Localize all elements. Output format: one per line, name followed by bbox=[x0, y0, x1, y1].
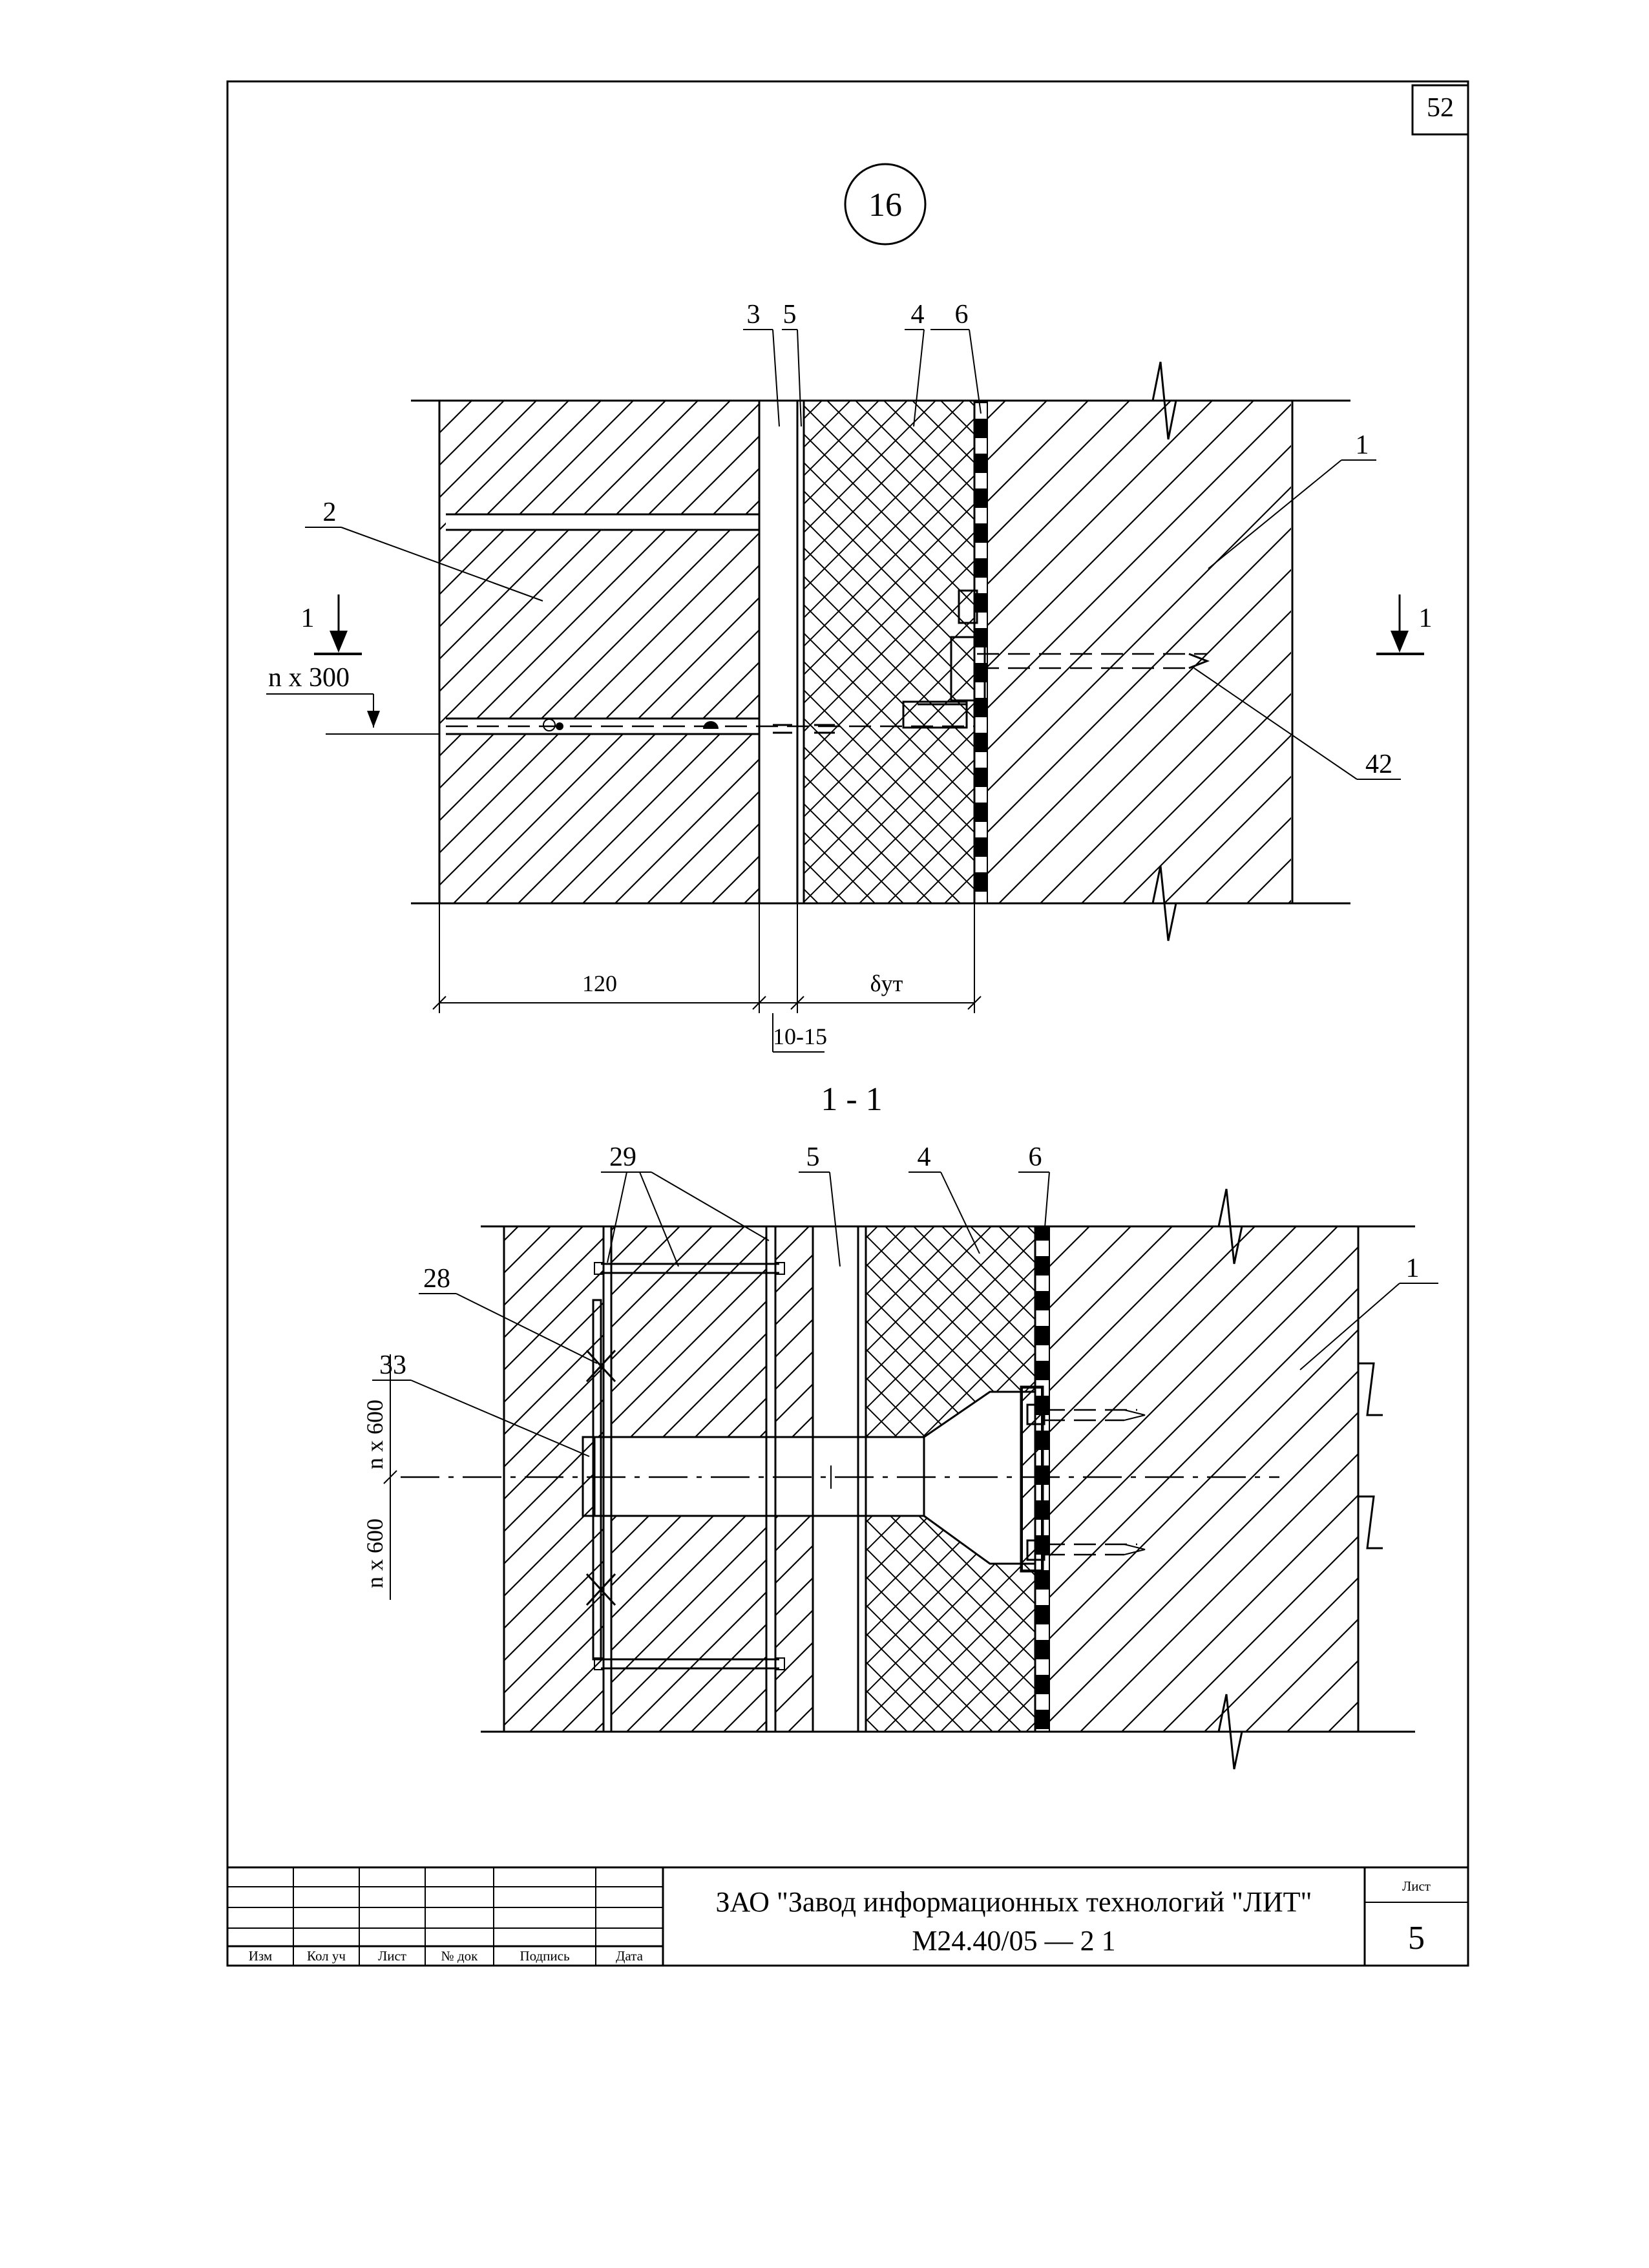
node-marker: 16 bbox=[844, 163, 927, 246]
lower-bearing-wall bbox=[1049, 1226, 1358, 1732]
section-mark-left: 1 bbox=[301, 594, 362, 655]
bearing-wall bbox=[987, 401, 1291, 903]
column-sheet: Лист bbox=[378, 1948, 406, 1964]
lower-callouts: 29 5 4 6 28 33 1 bbox=[372, 1142, 1438, 1457]
column-signature: Подпись bbox=[520, 1948, 569, 1964]
callout-1-lower: 1 bbox=[1406, 1254, 1420, 1283]
step-label-600-upper: n x 600 bbox=[362, 1400, 388, 1469]
masonry-layer bbox=[439, 401, 759, 903]
insulation-layer bbox=[804, 401, 974, 903]
callout-6-lower: 6 bbox=[1029, 1142, 1042, 1172]
section-title: 1 - 1 bbox=[821, 1081, 882, 1118]
page-number-box: 52 bbox=[1411, 84, 1469, 136]
callout-3: 3 bbox=[747, 300, 761, 330]
organization-name: ЗАО "Завод информационных технологий "ЛИ… bbox=[716, 1886, 1312, 1918]
lower-view bbox=[401, 1188, 1415, 1770]
step-label-upper: n x 300 bbox=[266, 663, 439, 735]
step-label-600-lower: n x 600 bbox=[362, 1518, 388, 1588]
svg-text:1: 1 bbox=[301, 604, 315, 633]
sheet-number: 5 bbox=[1408, 1920, 1425, 1957]
dimension-insulation: δут bbox=[870, 971, 903, 996]
node-number: 16 bbox=[868, 187, 902, 224]
callout-2: 2 bbox=[323, 498, 337, 527]
sheet-frame bbox=[226, 80, 1469, 1967]
callout-28: 28 bbox=[423, 1264, 450, 1294]
title-block: Изм Кол уч Лист № док Подпись Дата ЗАО "… bbox=[227, 1866, 1468, 1966]
callout-4: 4 bbox=[911, 300, 925, 330]
callout-5: 5 bbox=[783, 300, 797, 330]
upper-callouts: 3 5 4 6 2 1 42 bbox=[305, 300, 1401, 780]
upper-view bbox=[411, 361, 1350, 941]
document-code: М24.40/05 — 2 1 bbox=[912, 1925, 1115, 1957]
column-date: Дата bbox=[616, 1948, 644, 1964]
upper-dimensions: 120 δут 10-15 bbox=[432, 903, 982, 1053]
lower-step-dimensions: n x 600 n x 600 bbox=[362, 1354, 397, 1600]
column-change: Изм bbox=[249, 1948, 272, 1964]
dimension-masonry: 120 bbox=[582, 971, 617, 996]
page-number: 52 bbox=[1427, 93, 1454, 123]
column-qty: Кол уч bbox=[307, 1948, 346, 1964]
callout-1-upper: 1 bbox=[1356, 430, 1369, 460]
callout-33: 33 bbox=[379, 1350, 406, 1380]
dimension-gap: 10-15 bbox=[773, 1024, 827, 1049]
svg-text:n x 300: n x 300 bbox=[268, 663, 350, 693]
svg-text:1: 1 bbox=[1419, 604, 1433, 633]
column-doc-number: № док bbox=[441, 1948, 478, 1964]
mortar-joint-upper bbox=[446, 514, 759, 530]
callout-6: 6 bbox=[955, 300, 969, 330]
callout-29: 29 bbox=[609, 1142, 636, 1172]
callout-42: 42 bbox=[1365, 750, 1392, 779]
section-mark-right: 1 bbox=[1376, 594, 1433, 655]
callout-4-lower: 4 bbox=[918, 1142, 931, 1172]
sheet-label: Лист bbox=[1402, 1878, 1431, 1894]
callout-5-lower: 5 bbox=[806, 1142, 820, 1172]
